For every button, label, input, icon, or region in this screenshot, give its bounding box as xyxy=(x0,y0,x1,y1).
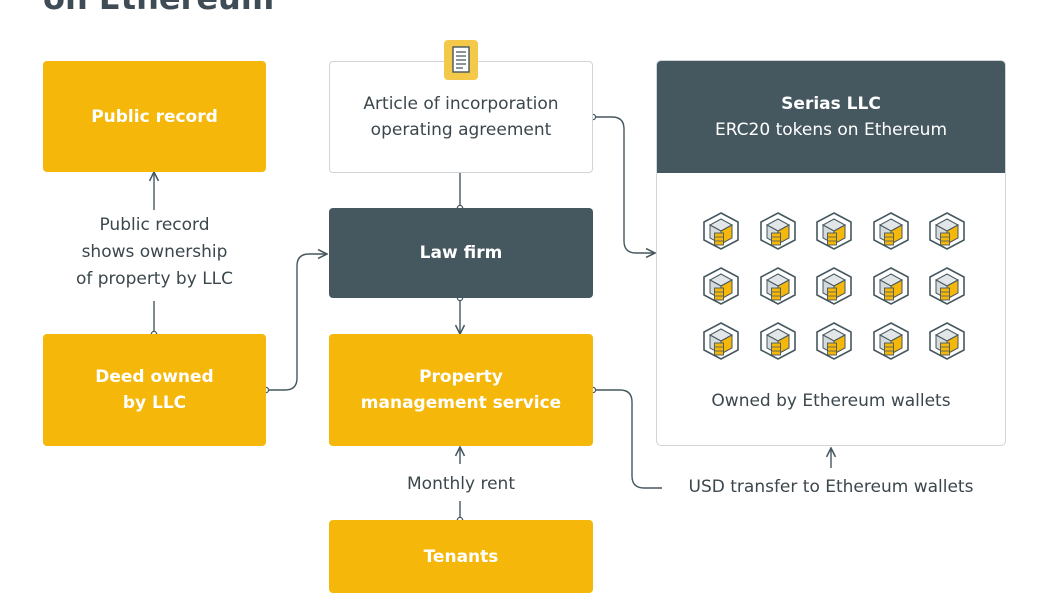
note-line-3: of property by LLC xyxy=(75,269,234,289)
serias-llc-panel: Serias LLC ERC20 tokens on Ethereum Owne… xyxy=(656,60,1006,446)
law-firm-label: Law firm xyxy=(419,243,503,263)
public-record-label: Public record xyxy=(91,106,218,127)
deed-node: Deed owned by LLC xyxy=(43,334,266,446)
public-record-node: Public record xyxy=(43,61,266,172)
note-line-2: shows ownership xyxy=(81,242,228,262)
panel-subtitle: ERC20 tokens on Ethereum xyxy=(714,120,948,140)
law-firm-node: Law firm xyxy=(329,208,593,298)
line-deed-to-law-firm xyxy=(266,254,327,391)
panel-title: Serias LLC xyxy=(781,94,881,114)
line-pms-to-usd xyxy=(593,389,662,489)
pms-line-2: management service xyxy=(360,393,562,413)
token-cube-icon xyxy=(814,211,854,251)
public-record-note: Public record shows ownership of propert… xyxy=(43,212,266,293)
panel-header: Serias LLC ERC20 tokens on Ethereum xyxy=(657,61,1005,173)
article-line-1: Article of incorporation xyxy=(363,94,559,114)
pms-line-1: Property xyxy=(419,367,503,387)
line-article-to-panel xyxy=(593,116,655,253)
token-cube-icon xyxy=(927,266,967,306)
document-icon xyxy=(444,40,478,80)
token-cube-icon xyxy=(927,321,967,361)
monthly-rent-label: Monthly rent xyxy=(407,474,515,494)
token-cube-icon xyxy=(758,321,798,361)
deed-line-1: Deed owned xyxy=(95,367,214,387)
tenants-node: Tenants xyxy=(329,520,593,593)
token-cube-icon xyxy=(871,321,911,361)
note-line-1: Public record xyxy=(99,215,210,235)
panel-footer: Owned by Ethereum wallets xyxy=(711,391,951,411)
deed-line-2: by LLC xyxy=(122,393,187,413)
token-cube-icon xyxy=(701,321,741,361)
token-cube-icon xyxy=(871,211,911,251)
property-management-node: Property management service xyxy=(329,334,593,446)
token-cube-icon xyxy=(814,321,854,361)
token-cube-icon xyxy=(758,211,798,251)
token-cube-icon xyxy=(871,266,911,306)
page-title: on Ethereum xyxy=(43,0,274,18)
token-cube-icon xyxy=(814,266,854,306)
token-cube-icon xyxy=(701,266,741,306)
token-cube-icon xyxy=(701,211,741,251)
tenants-label: Tenants xyxy=(423,546,499,567)
usd-transfer-label: USD transfer to Ethereum wallets xyxy=(688,477,974,497)
token-cube-icon xyxy=(758,266,798,306)
article-line-2: operating agreement xyxy=(370,120,552,140)
token-cube-icon xyxy=(927,211,967,251)
